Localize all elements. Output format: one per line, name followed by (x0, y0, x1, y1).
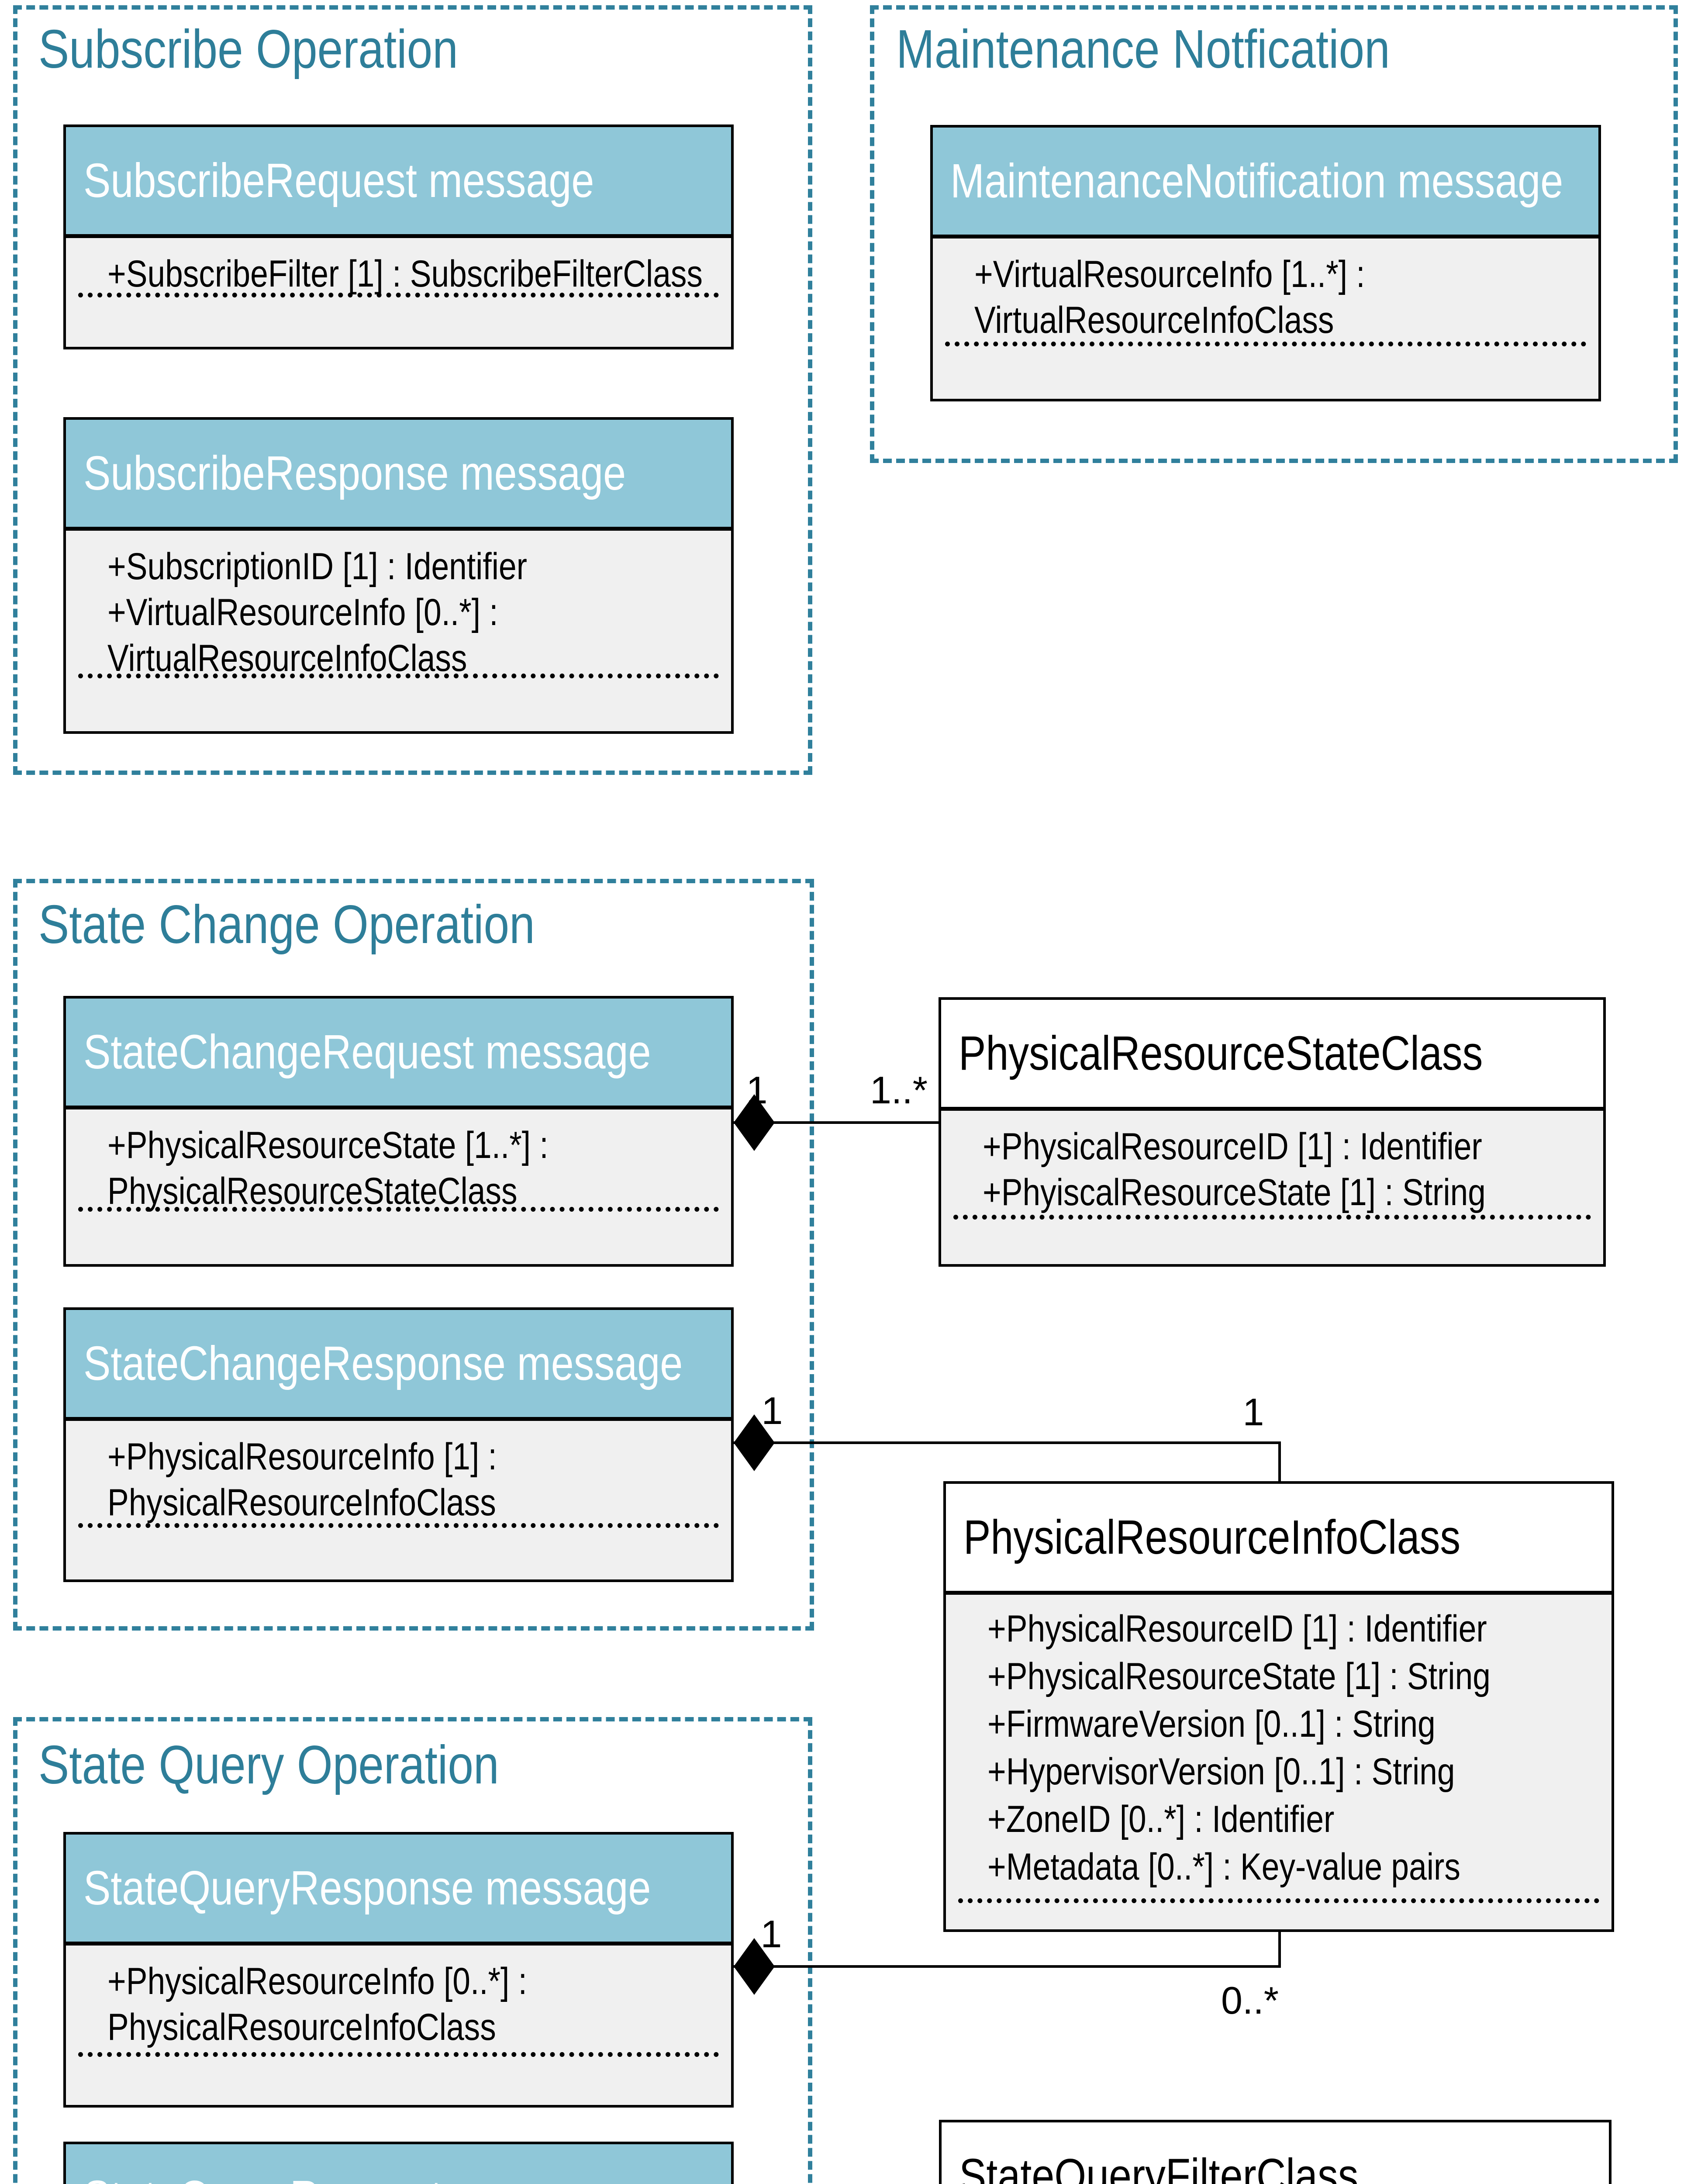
multiplicity-label: 0..* (1221, 1979, 1279, 2022)
class-attribute: +VirtualResourceInfo [0..*] : (107, 591, 498, 633)
class-name: StateChangeResponse message (66, 1310, 731, 1421)
class-attribute: +PhysicalResourceID [1] : Identifier (987, 1608, 1487, 1650)
class-attribute: +VirtualResourceInfo [1..*] : (974, 253, 1365, 295)
class-name: MaintenanceNotification message (933, 128, 1598, 238)
composition-line (734, 1965, 1281, 1968)
class-box-subscribe-request: SubscribeRequest message +SubscribeFilte… (63, 124, 734, 349)
class-box-state-query-request: StateQueryRequest message StateQueryFilt… (63, 2142, 734, 2184)
class-attribute: +PhysicalResourceState [1] : String (987, 1655, 1491, 1697)
class-name: StateQueryRequest message (66, 2144, 731, 2184)
attribute-divider (958, 1898, 1599, 1903)
class-attribute: +FirmwareVersion [0..1] : String (987, 1703, 1436, 1745)
group-box-state-query-operation (13, 1717, 812, 2184)
class-attribute: +PhyiscalResourceState [1] : String (983, 1171, 1486, 1213)
attribute-divider (78, 2052, 719, 2057)
group-title-subscribe-operation: Subscribe Operation (38, 19, 458, 79)
multiplicity-label: 1 (760, 1912, 782, 1956)
class-attribute: +SubscribeFilter [1] : SubscribeFilterCl… (107, 253, 703, 295)
attribute-divider (78, 1523, 719, 1528)
group-box-subscribe-operation (13, 5, 812, 775)
group-box-state-change-operation (13, 879, 814, 1631)
class-name: SubscribeRequest message (66, 127, 731, 238)
class-attribute: +PhysicalResourceID [1] : Identifier (983, 1126, 1482, 1168)
class-name: PhysicalResourceInfoClass (946, 1484, 1612, 1595)
attribute-divider (78, 1207, 719, 1212)
multiplicity-label: 1..* (870, 1068, 928, 1112)
class-name: PhysicalResourceStateClass (941, 1000, 1603, 1111)
class-box-physical-resource-state-class: PhysicalResourceStateClass +PhysicalReso… (939, 997, 1606, 1267)
class-box-physical-resource-info-class: PhysicalResourceInfoClass +PhysicalResou… (943, 1481, 1614, 1932)
class-attribute: +SubscriptionID [1] : Identifier (107, 546, 527, 587)
multiplicity-label: 1 (1242, 1390, 1264, 1434)
class-box-state-query-filter-class: StateQueryFilterClass +PhysicalResourceI… (939, 2120, 1612, 2184)
class-box-subscribe-response: SubscribeResponse message +SubscriptionI… (63, 417, 734, 734)
class-attribute: PhysicalResourceStateClass (107, 1170, 518, 1212)
attribute-divider (945, 342, 1586, 346)
class-box-state-change-request: StateChangeRequest message +PhysicalReso… (63, 996, 734, 1267)
class-attribute: VirtualResourceInfoClass (974, 299, 1334, 341)
composition-line (1278, 1932, 1281, 1968)
class-name: StateQueryFilterClass (942, 2122, 1609, 2184)
class-attribute: VirtualResourceInfoClass (107, 637, 467, 679)
attribute-divider (78, 674, 719, 678)
composition-line (734, 1121, 939, 1124)
class-attribute: +Metadata [0..*] : Key-value pairs (987, 1846, 1460, 1888)
multiplicity-label: 1 (761, 1389, 783, 1432)
group-box-maintenance-notification (870, 5, 1678, 463)
class-attribute: +PhysicalResourceInfo [0..*] : (107, 1960, 527, 2002)
class-box-state-query-response: StateQueryResponse message +PhysicalReso… (63, 1832, 734, 2108)
class-attribute: +HypervisorVersion [0..1] : String (987, 1751, 1455, 1793)
class-attribute: PhysicalResourceInfoClass (107, 1482, 496, 1524)
class-name: StateChangeRequest message (66, 999, 731, 1109)
class-box-state-change-response: StateChangeResponse message +PhysicalRes… (63, 1307, 734, 1582)
class-attribute: PhysicalResourceInfoClass (107, 2006, 496, 2048)
class-attribute: +PhysicalResourceState [1..*] : (107, 1124, 549, 1166)
group-title-maintenance-notification: Maintenance Notfication (896, 19, 1390, 79)
composition-line (1278, 1441, 1281, 1483)
attribute-divider (953, 1215, 1591, 1220)
attribute-divider (78, 293, 719, 297)
class-attribute: +PhysicalResourceInfo [1] : (107, 1436, 497, 1478)
class-attribute: +ZoneID [0..*] : Identifier (987, 1798, 1335, 1840)
composition-line (734, 1441, 1281, 1444)
group-title-state-change-operation: State Change Operation (38, 895, 535, 955)
group-title-state-query-operation: State Query Operation (38, 1735, 499, 1795)
class-box-maintenance-notification: MaintenanceNotification message +Virtual… (930, 125, 1601, 401)
class-name: SubscribeResponse message (66, 420, 731, 531)
multiplicity-label: 1 (746, 1068, 768, 1112)
class-name: StateQueryResponse message (66, 1835, 731, 1946)
